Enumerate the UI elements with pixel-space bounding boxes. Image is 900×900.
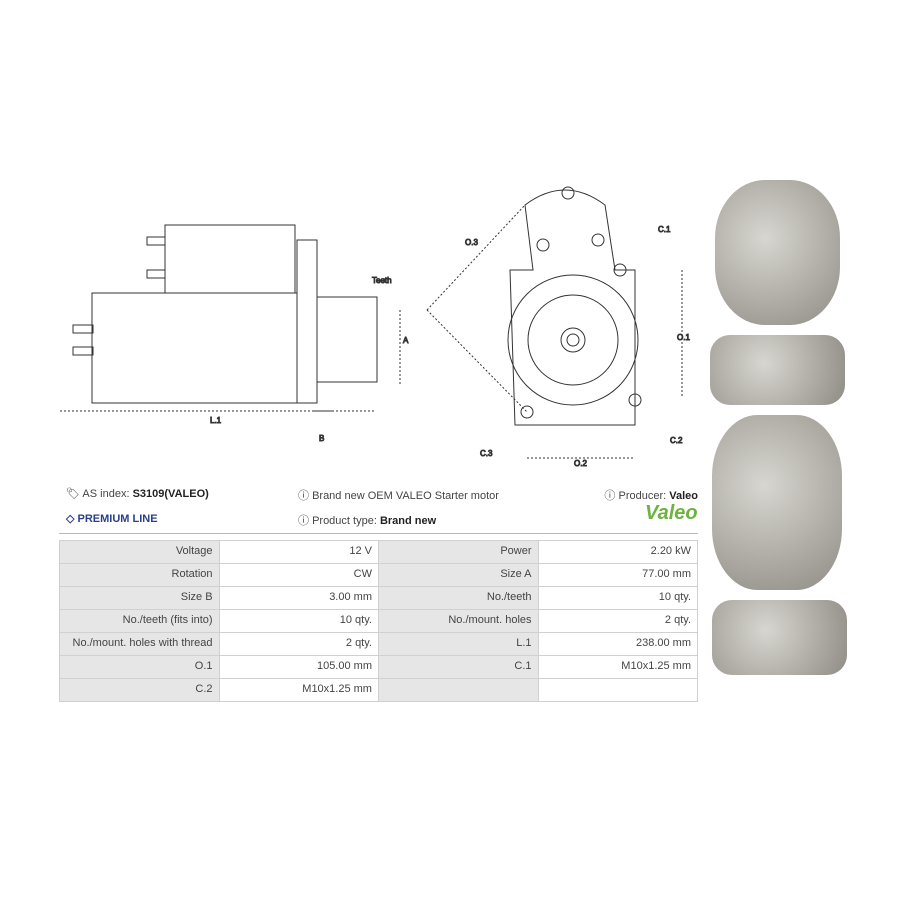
producer: ⓘ Producer: Valeo [604, 487, 698, 503]
spec-value: 105.00 mm [218, 655, 379, 679]
premium-line: ◇ PREMIUM LINE [66, 512, 158, 525]
spec-label: Power [377, 540, 539, 564]
product-type-value: Brand new [379, 515, 437, 527]
info-icon: ⓘ [298, 515, 309, 527]
spec-value: 2 qty. [537, 609, 699, 633]
table-row: No./teeth (fits into)10 qty.No./mount. h… [59, 609, 699, 633]
spec-label [377, 678, 539, 702]
label-c2: C.2 [670, 436, 683, 445]
product-type: ⓘ Product type: Brand new [298, 512, 436, 528]
label-l1: L.1 [210, 416, 222, 425]
product-photo-rear [712, 415, 842, 590]
spec-value: 10 qty. [218, 609, 379, 633]
spec-label: O.1 [59, 655, 220, 679]
spec-value: 238.00 mm [537, 632, 699, 656]
technical-drawing: Teeth A L.1 B O.3 C.1 O.1 C.2 C.3 O.2 [60, 186, 691, 469]
spec-value: CW [218, 563, 379, 587]
side-view-drawing [60, 224, 401, 412]
diamond-icon: ◇ [66, 513, 75, 525]
product-photo-side [710, 335, 845, 405]
producer-label: Producer: [618, 490, 667, 502]
label-c3: C.3 [480, 449, 493, 458]
product-type-label: Product type: [312, 515, 377, 527]
as-index: 🏷 AS index: S3109(VALEO) [66, 487, 209, 500]
spec-label: C.2 [59, 678, 220, 702]
product-photo-front [715, 180, 840, 325]
valeo-logo: Valeo [645, 502, 698, 524]
label-b: B [319, 434, 324, 443]
product-photo-side-2 [712, 600, 847, 675]
label-o3: O.3 [465, 238, 478, 247]
spec-label: No./mount. holes [377, 609, 539, 633]
spec-label: No./teeth [377, 586, 539, 610]
spec-value [537, 678, 699, 702]
spec-value: 12 V [218, 540, 379, 564]
spec-label: Size B [59, 586, 220, 610]
premium-label: PREMIUM LINE [77, 513, 158, 525]
spec-label: C.1 [377, 655, 539, 679]
as-index-label: AS index: [82, 488, 130, 500]
spec-value: M10x1.25 mm [537, 655, 699, 679]
info-icon: ⓘ [604, 490, 616, 502]
spec-value: 2.20 kW [537, 540, 699, 564]
label-o1: O.1 [677, 333, 690, 342]
as-index-value: S3109(VALEO) [132, 488, 209, 500]
spec-value: M10x1.25 mm [218, 678, 379, 702]
label-c1: C.1 [658, 225, 671, 234]
spec-label: L.1 [377, 632, 539, 656]
label-o2: O.2 [574, 459, 587, 468]
spec-label: Voltage [59, 540, 220, 564]
info-icon: ⓘ [298, 490, 309, 502]
spec-label: Size A [377, 563, 539, 587]
label-teeth: Teeth [372, 276, 392, 285]
spec-value: 77.00 mm [537, 563, 699, 587]
spec-value: 3.00 mm [218, 586, 379, 610]
spec-value: 10 qty. [537, 586, 699, 610]
spec-label: No./teeth (fits into) [59, 609, 220, 633]
spec-label: Rotation [59, 563, 220, 587]
tag-icon: 🏷 [66, 488, 80, 500]
label-a: A [403, 336, 409, 345]
description: ⓘ Brand new OEM VALEO Starter motor [298, 487, 499, 503]
producer-value: Valeo [669, 490, 698, 502]
spec-label: No./mount. holes with thread [59, 632, 220, 656]
spec-value: 2 qty. [218, 632, 379, 656]
divider [59, 533, 698, 534]
description-text: Brand new OEM VALEO Starter motor [312, 490, 499, 502]
front-view-drawing [426, 186, 683, 459]
